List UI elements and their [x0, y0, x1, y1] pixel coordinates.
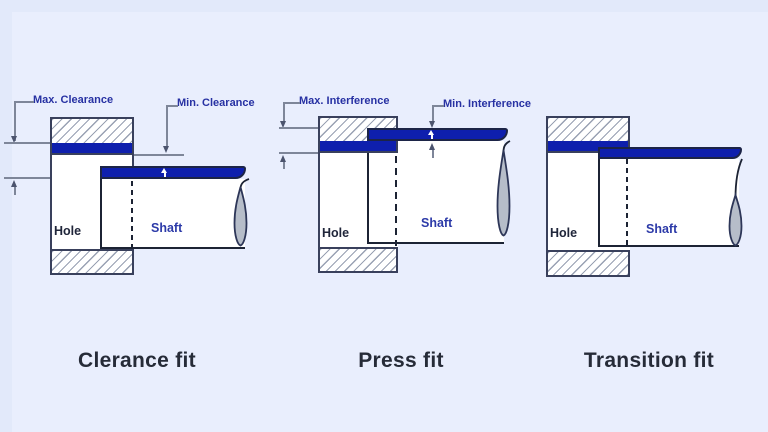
- shaft-break-teardrop: [496, 140, 511, 237]
- hatch-pattern: [52, 119, 132, 143]
- hole-tolerance-band: [548, 141, 628, 151]
- hole-label: Hole: [322, 226, 350, 240]
- hole-right-edge: [132, 155, 134, 167]
- shaft-body: [100, 179, 245, 249]
- hole-top-block: [50, 117, 134, 155]
- shaft-bar: [367, 128, 508, 141]
- dimension-arrow-up-icon: [161, 168, 167, 173]
- hole-tolerance-band: [52, 143, 132, 153]
- hole-tolerance-band: [320, 141, 396, 151]
- hatch-pattern: [548, 118, 628, 141]
- hatch-pattern: [52, 251, 132, 273]
- dimension-arrow-down-icon: [163, 146, 169, 153]
- shaft-label: Shaft: [421, 216, 453, 230]
- shaft-label: Shaft: [151, 221, 183, 235]
- diagram-title: Clerance fit: [78, 349, 196, 372]
- hole-bottom-block: [546, 250, 630, 277]
- dimension-line: [164, 173, 166, 177]
- shaft-body: [598, 159, 739, 247]
- hole-label: Hole: [54, 224, 82, 238]
- shaft-break-teardrop: [233, 178, 250, 247]
- diagram-title: Press fit: [358, 349, 444, 372]
- dimension-arrow-up-icon: [429, 143, 435, 150]
- hole-edge-dashed-line: [131, 181, 133, 247]
- dimension-line: [14, 101, 16, 141]
- dimension-line: [166, 105, 168, 146]
- min-interference-label: Min. Interference: [443, 98, 532, 110]
- hole-bottom-block: [50, 249, 134, 275]
- dimension-arrow-up-icon: [428, 130, 434, 135]
- hole-label: Hole: [550, 226, 578, 240]
- shaft-bar: [598, 147, 742, 159]
- dimension-line: [432, 105, 434, 121]
- extension-line: [134, 154, 184, 156]
- hole-edge-dashed-line: [626, 159, 628, 249]
- hatch-pattern: [320, 249, 396, 271]
- dimension-line: [166, 105, 178, 107]
- hole-bottom-block: [318, 247, 398, 273]
- extension-line: [279, 127, 318, 129]
- dimension-arrow-down-icon: [11, 136, 17, 143]
- dimension-line: [432, 105, 444, 107]
- hole-edge-dashed-line: [395, 156, 397, 246]
- hole-top-block: [546, 116, 630, 153]
- dimension-line: [283, 102, 300, 104]
- min-clearance-label: Min. Clearance: [177, 97, 255, 109]
- dimension-line: [431, 135, 433, 139]
- dimension-line: [283, 102, 285, 121]
- dimension-line: [14, 187, 16, 195]
- shaft-break-teardrop: [728, 158, 743, 247]
- dimension-arrow-up-icon: [11, 180, 17, 187]
- max-clearance-label: Max. Clearance: [33, 94, 114, 106]
- dimension-arrow-up-icon: [280, 155, 286, 162]
- shaft-label: Shaft: [646, 222, 678, 236]
- extension-line: [4, 142, 50, 144]
- shaft-body: [367, 141, 504, 244]
- dimension-arrow-down-icon: [429, 121, 435, 128]
- shaft-bar: [100, 166, 246, 179]
- diagram-title: Transition fit: [583, 349, 715, 372]
- hatch-pattern: [548, 252, 628, 275]
- dimension-arrow-down-icon: [280, 121, 286, 128]
- dimension-line: [14, 101, 34, 103]
- max-interference-label: Max. Interference: [299, 95, 390, 107]
- extension-line: [279, 152, 318, 154]
- dimension-line: [432, 150, 434, 158]
- dimension-line: [283, 162, 285, 169]
